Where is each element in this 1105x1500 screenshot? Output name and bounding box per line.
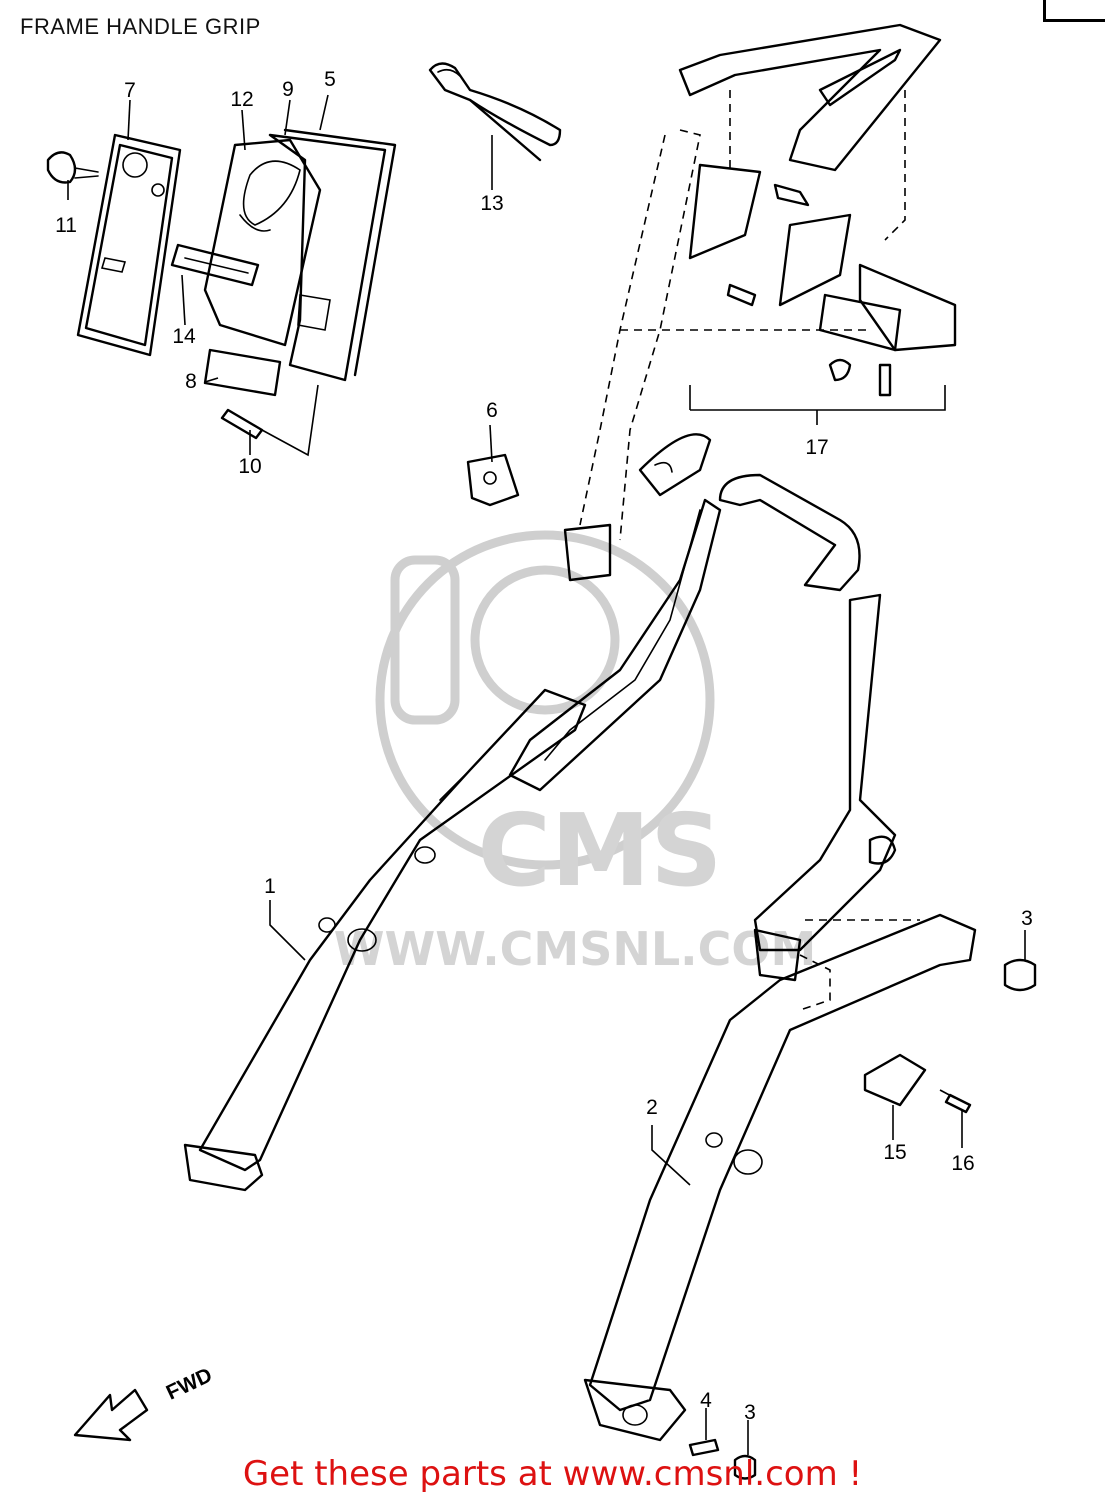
- carrier-rack: [678, 23, 957, 425]
- callout-10: 10: [238, 455, 261, 478]
- watermark: CMS WWW.CMSNL.COM: [334, 530, 817, 976]
- callouts: 1 2 3 3 4 5 6 7 8 9 10 11 12 13 14 15 16…: [55, 68, 1033, 1424]
- callout-13: 13: [480, 192, 503, 215]
- clip-part: [466, 453, 520, 507]
- callout-3a: 3: [1021, 907, 1033, 930]
- callout-12: 12: [230, 88, 253, 111]
- tool-bag-assembly: [46, 128, 397, 440]
- callout-15: 15: [883, 1141, 906, 1164]
- callout-11: 11: [55, 214, 77, 237]
- callout-8: 8: [185, 370, 197, 393]
- watermark-url: WWW.CMSNL.COM: [334, 922, 817, 976]
- handle-grip-bracket: [508, 473, 897, 982]
- callout-2: 2: [646, 1096, 658, 1119]
- callout-3b: 3: [744, 1401, 756, 1424]
- callout-4: 4: [700, 1389, 712, 1412]
- callout-7: 7: [124, 79, 136, 102]
- forward-arrow: FWD: [73, 1364, 216, 1442]
- callout-1: 1: [264, 875, 276, 898]
- frame-tube-right: [583, 913, 977, 1442]
- leader-lines: [67, 94, 1026, 1455]
- callout-6: 6: [486, 399, 498, 422]
- watermark-brand: CMS: [478, 792, 723, 909]
- callout-14: 14: [172, 325, 196, 348]
- callout-5: 5: [324, 68, 336, 91]
- small-fasteners: [688, 958, 1037, 1480]
- rear-frame-outline: [563, 129, 870, 582]
- frame-tube-left: [183, 688, 587, 1192]
- callout-17: 17: [805, 436, 828, 459]
- callout-9: 9: [282, 78, 294, 101]
- plier-tool: [428, 62, 562, 162]
- page-corner-tab: [1043, 0, 1105, 22]
- footer-promo-link[interactable]: Get these parts at www.cmsnl.com !: [242, 1454, 863, 1494]
- callout-16: 16: [951, 1152, 974, 1175]
- page-title: FRAME HANDLE GRIP: [20, 14, 261, 39]
- fwd-label: FWD: [163, 1364, 216, 1405]
